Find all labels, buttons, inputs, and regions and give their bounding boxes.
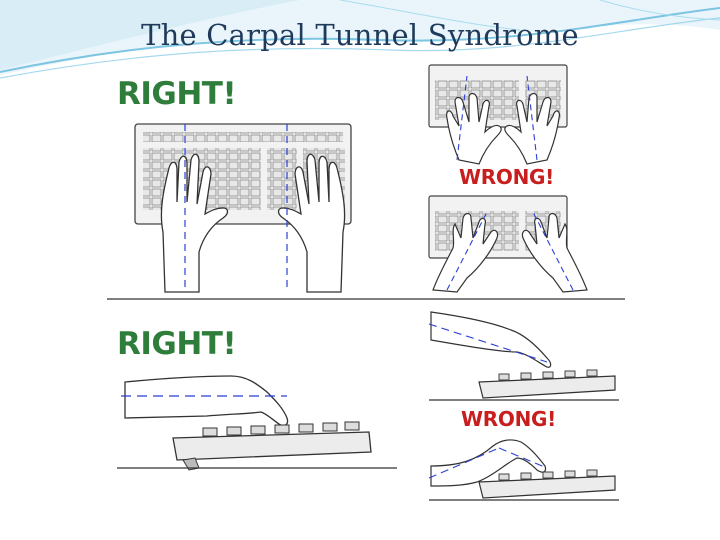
wrong-label-top: WRONG!: [459, 165, 554, 189]
keyboard-side-view-wrong-2: [429, 469, 619, 501]
hands-inward-bent: [432, 212, 588, 293]
right-label-top: RIGHT!: [117, 76, 236, 112]
keyboard-side-view-right: [117, 421, 397, 471]
hands-outward-bent: [446, 92, 560, 165]
right-label-bottom: RIGHT!: [117, 326, 236, 362]
forearm-straight-side: [124, 375, 289, 427]
slide-title: The Carpal Tunnel Syndrome: [141, 18, 579, 52]
forearm-dropped-side: [430, 311, 552, 368]
hands-straight-wrists: [160, 153, 346, 293]
ergonomics-illustration: RIGHT! WRONG!: [107, 64, 625, 501]
wrong-label-bottom: WRONG!: [461, 407, 556, 431]
ergonomics-figure: RIGHT! WRONG!: [107, 62, 625, 510]
keyboard-side-view-wrong-1: [429, 369, 619, 401]
